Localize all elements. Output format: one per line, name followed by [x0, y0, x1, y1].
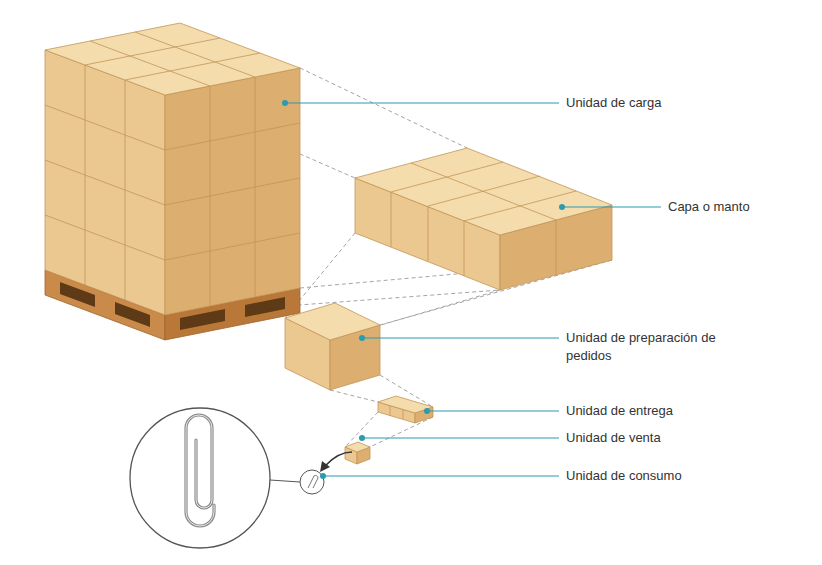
zoom-line — [270, 480, 300, 482]
small-paperclip — [308, 476, 318, 488]
paperclip-shine — [186, 415, 214, 526]
part-label: Capa o manto — [668, 198, 808, 216]
sale-unit — [345, 442, 370, 464]
consumption-circle — [300, 470, 324, 494]
picking-box — [285, 303, 380, 390]
delivery-unit — [378, 396, 433, 423]
paperclip — [186, 415, 214, 526]
layer — [355, 148, 612, 290]
leader-lines — [282, 100, 661, 479]
part-label: Unidad de consumo — [566, 467, 766, 485]
projection-lines — [165, 68, 612, 447]
part-label: Unidad de carga — [566, 94, 766, 112]
zoom-circle — [130, 408, 270, 548]
part-label: Unidad de preparación de pedidos — [566, 329, 736, 365]
part-label: Unidad de entrega — [566, 402, 766, 420]
part-label: Unidad de venta — [566, 429, 766, 447]
arrow-head — [320, 461, 330, 472]
load-unit-stack — [45, 23, 300, 315]
curved-arrow — [325, 452, 352, 466]
